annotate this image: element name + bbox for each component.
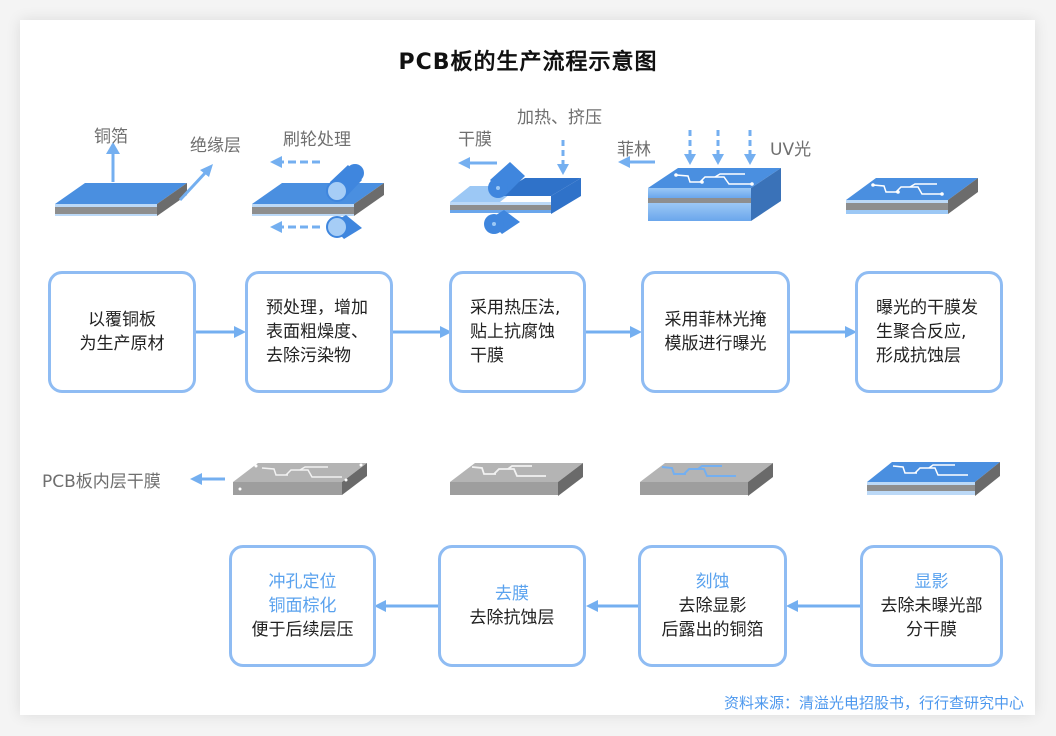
step-text: 后露出的铜箔 [661,620,764,640]
step-text: 便于后续层压 [251,620,354,640]
arrow-left-icon [786,600,798,612]
label-brushing: 刷轮处理 [283,130,351,150]
step-box-etching: 刻蚀 去除显影 后露出的铜箔 [638,545,787,667]
arrow-right-icon [845,326,857,338]
arrow-right-icon [630,326,642,338]
etched-board-illustration [640,463,773,496]
exposure-illustration [618,130,781,221]
inner-layer-board-illustration [190,463,367,495]
step-text: 以覆铜板 [88,310,156,330]
dry-film-lamination-illustration [450,140,581,234]
arrow-left-icon [586,600,598,612]
step-box-lamination: 采用热压法, 贴上抗腐蚀 干膜 [449,271,586,393]
step-box-raw-material: 以覆铜板 为生产原材 [48,271,196,393]
copper-clad-board-illustration [55,142,213,216]
brushing-illustration [252,156,384,239]
step-box-exposure: 采用菲林光掩 模版进行曝光 [641,271,790,393]
label-copper-foil: 铜箔 [94,127,128,147]
step-text: 去除未曝光部 [880,596,983,616]
arrow-right-icon [440,326,452,338]
step-title: 刻蚀 [695,572,730,592]
step-title: 冲孔定位 [268,572,337,592]
label-film-mask: 菲林 [617,140,651,160]
step-text: 去除抗蚀层 [469,608,555,628]
step-text: 形成抗蚀层 [876,346,961,366]
step-text: 曝光的干膜发 [876,298,978,318]
step-text: 干膜 [470,346,504,366]
arrow-right-icon [234,326,246,338]
step-title: 去膜 [495,584,529,604]
developed-board-illustration [867,462,1000,496]
step-text: 采用热压法, [470,298,561,318]
label-dry-film: 干膜 [458,130,492,150]
step-text: 去除污染物 [266,346,351,366]
step-box-punching-browning: 冲孔定位 铜面棕化 便于后续层压 [229,545,376,667]
polymerized-film-illustration [846,178,978,214]
step-text: 预处理，增加 [266,298,368,318]
step-box-developing: 显影 去除未曝光部 分干膜 [860,545,1003,667]
label-insulation-layer: 绝缘层 [190,136,241,156]
step-text: 为生产原材 [79,334,165,354]
step-text: 分干膜 [906,620,957,640]
step-text: 模版进行曝光 [664,334,767,354]
label-inner-layer-result: PCB板内层干膜 [42,472,161,492]
film-removed-board-illustration [450,463,583,496]
label-heat-press: 加热、挤压 [517,108,602,128]
source-note: 资料来源：清溢光电招股书，行行查研究中心 [723,694,1024,712]
step-box-pretreatment: 预处理，增加 表面粗燥度、 去除污染物 [245,271,393,393]
step-text: 表面粗燥度、 [266,322,368,342]
step-text: 去除显影 [678,596,747,616]
step-text: 生聚合反应, [876,322,967,342]
step-box-film-stripping: 去膜 去除抗蚀层 [438,545,586,667]
step-text: 采用菲林光掩 [664,310,767,330]
step-title: 铜面棕化 [268,596,337,616]
diagram-title: PCB板的生产流程示意图 [398,50,658,75]
arrow-left-icon [374,600,386,612]
step-title: 显影 [914,572,949,592]
label-uv-light: UV光 [770,140,812,160]
step-box-polymerization: 曝光的干膜发 生聚合反应, 形成抗蚀层 [855,271,1003,393]
step-text: 贴上抗腐蚀 [470,322,555,342]
